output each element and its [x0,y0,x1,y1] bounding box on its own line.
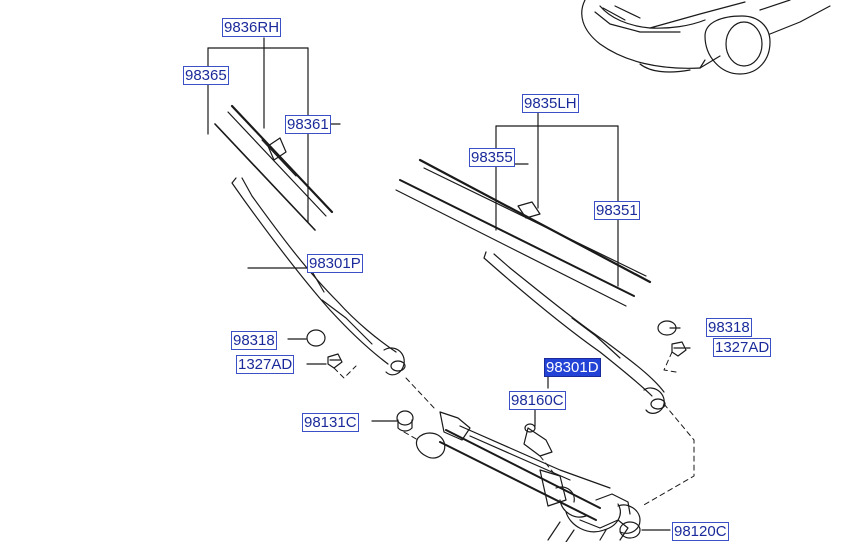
rh-blade-drawing [214,104,334,231]
callout-9835lh[interactable]: 9835LH [522,94,579,113]
cap-98318-rh [306,329,326,347]
callout-98318-lh[interactable]: 98318 [706,318,752,337]
callout-98361[interactable]: 98361 [285,115,331,134]
leader-lines [207,37,691,531]
callout-98365[interactable]: 98365 [183,66,229,85]
callout-98301p[interactable]: 98301P [307,254,363,273]
callout-98351[interactable]: 98351 [594,201,640,220]
vehicle-inset-drawing [581,0,831,75]
callout-98355[interactable]: 98355 [469,148,515,167]
cap-98131c-drawing [396,410,414,432]
callout-98131c[interactable]: 98131C [302,413,359,432]
callout-98120c[interactable]: 98120C [672,522,729,541]
nut-1327ad-lh [671,341,687,357]
callout-1327ad-lh[interactable]: 1327AD [713,338,772,357]
lh-blade-drawing [395,158,652,307]
callout-98301d[interactable]: 98301D [544,358,601,377]
nut-1327ad-rh [327,353,343,369]
callout-98318-rh[interactable]: 98318 [231,331,277,350]
callout-98160c[interactable]: 98160C [509,391,566,410]
assembly-dashed-lines [333,351,695,507]
callout-9836rh[interactable]: 9836RH [222,18,282,37]
callout-1327ad-rh[interactable]: 1327AD [236,355,295,374]
rh-arm-drawing [231,177,406,376]
bushing-98160c-drawing [523,423,553,457]
